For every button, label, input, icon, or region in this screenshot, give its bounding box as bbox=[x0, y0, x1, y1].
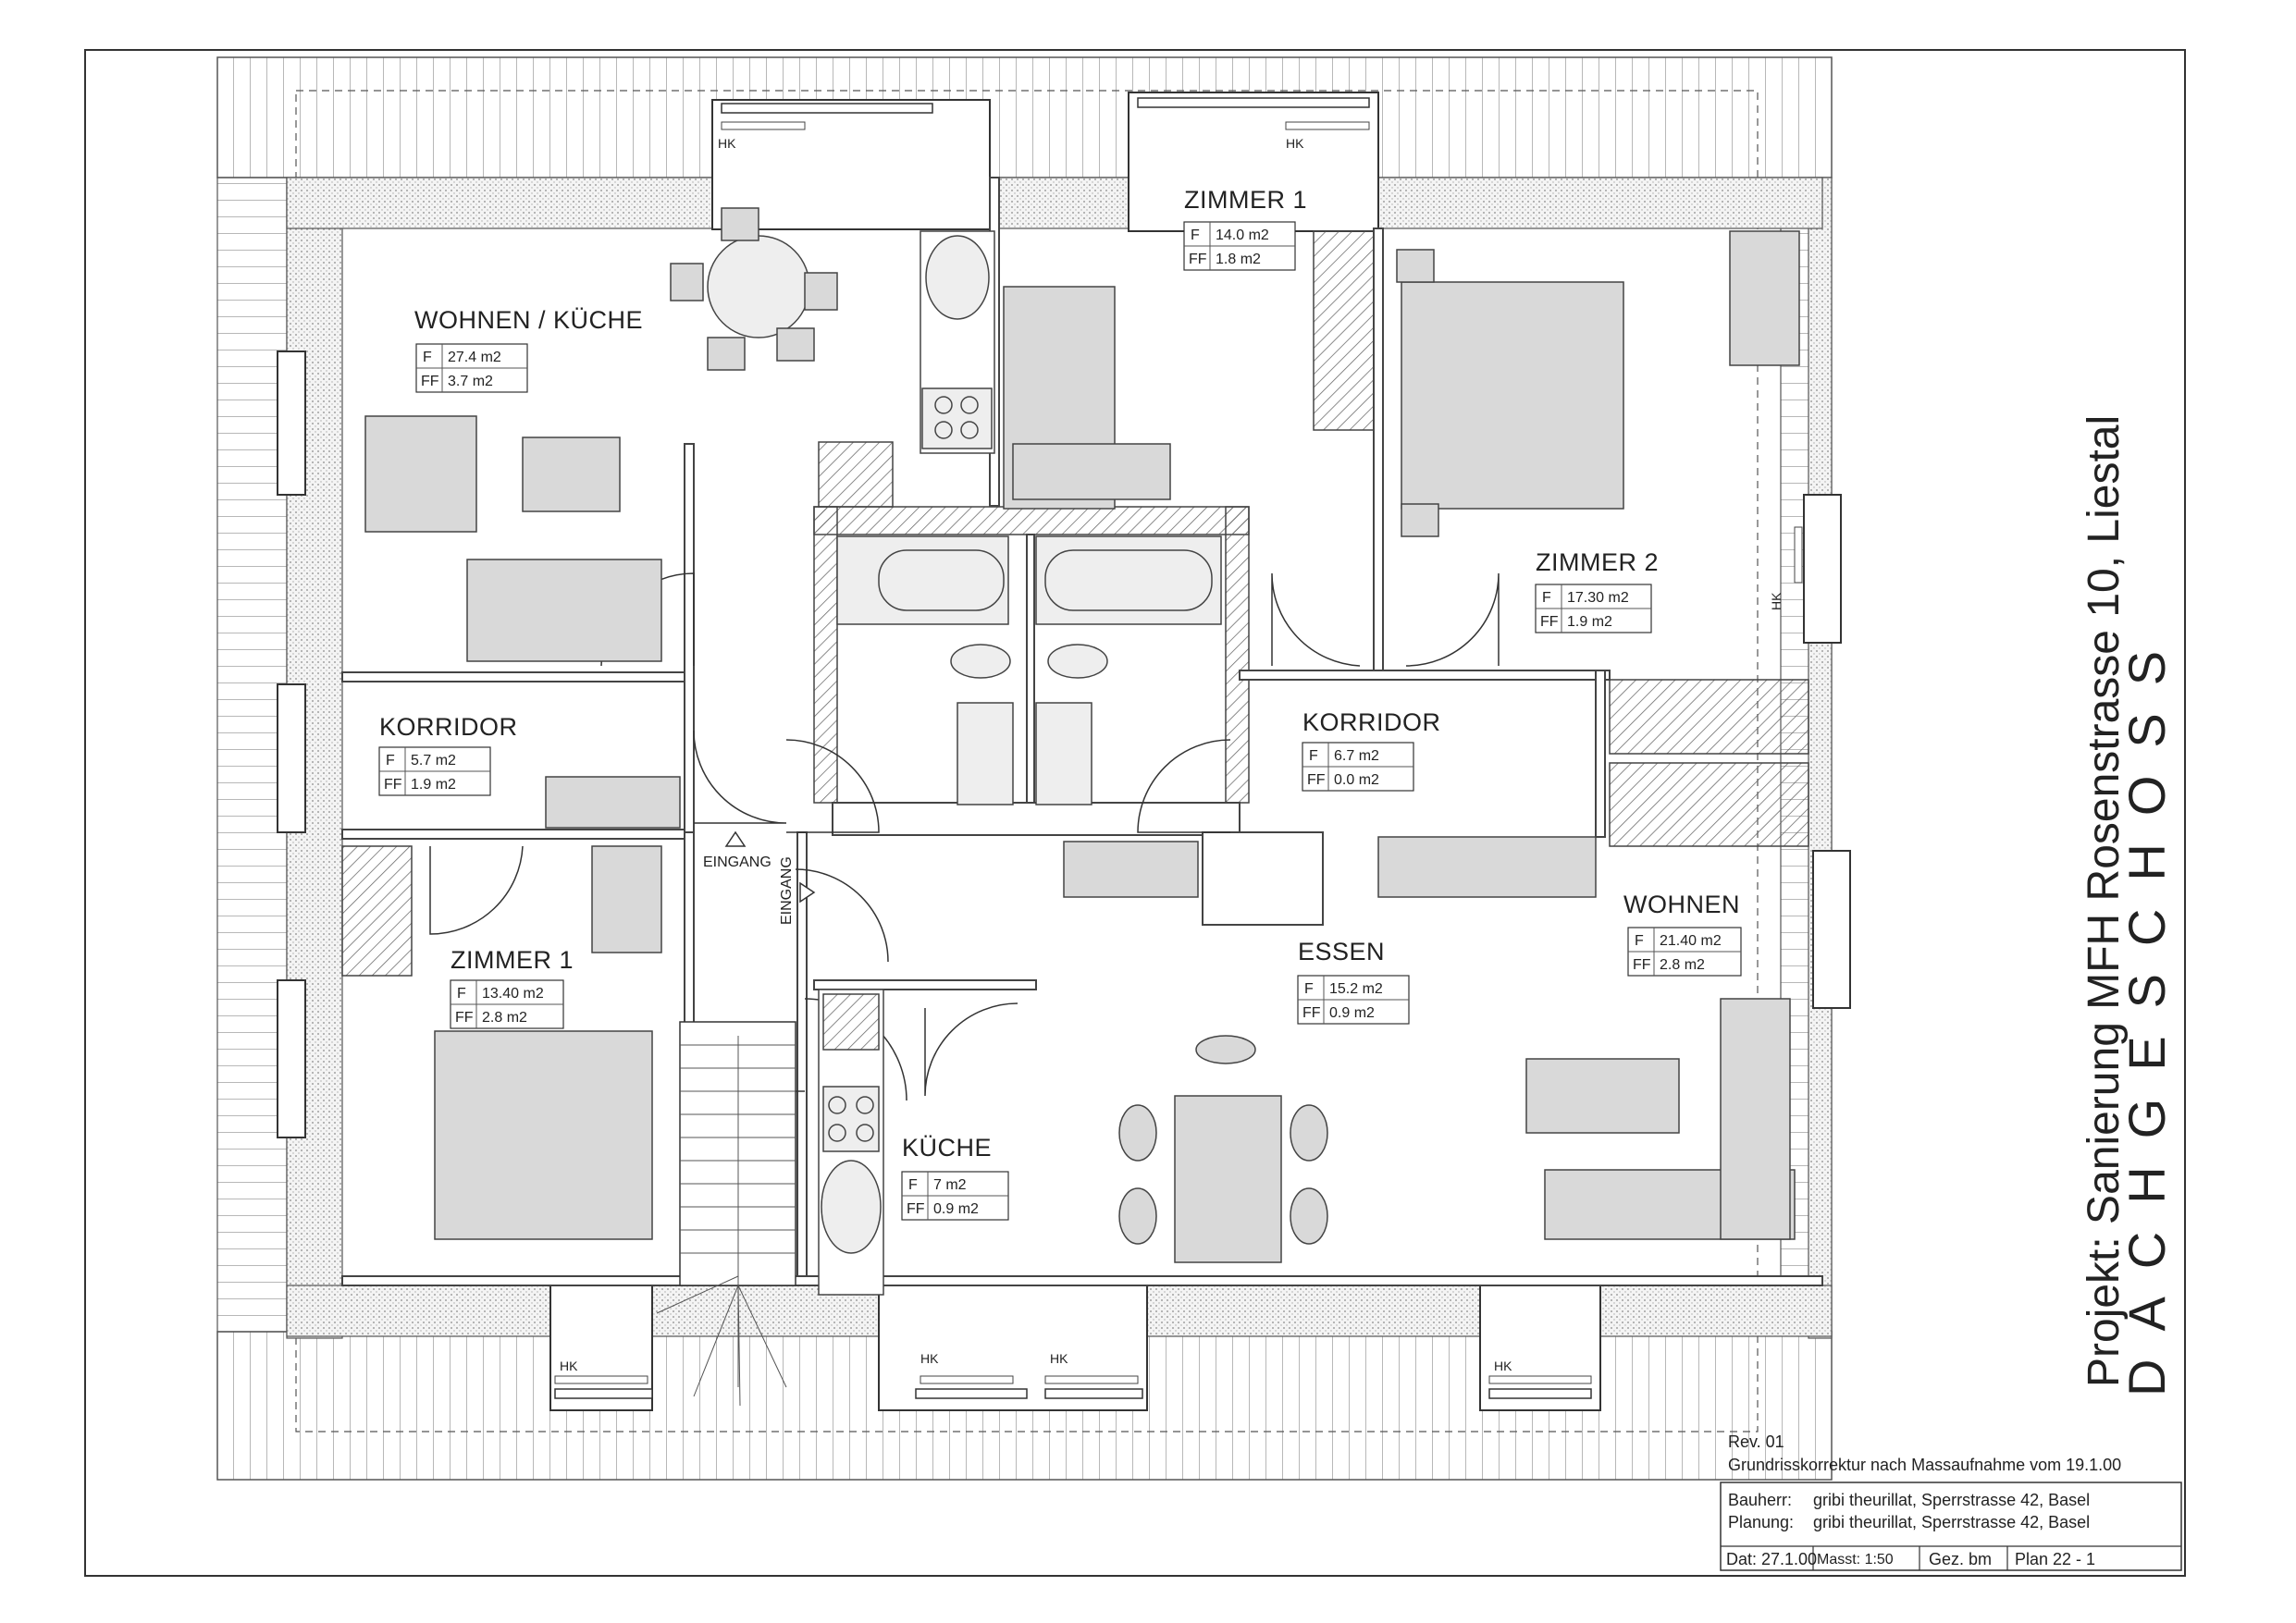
entrance-label-horizontal: EINGANG bbox=[703, 855, 772, 870]
furniture bbox=[341, 207, 1809, 1263]
hk-label: HK bbox=[718, 136, 736, 151]
room-name: ZIMMER 1 bbox=[1184, 186, 1307, 214]
room-name: WOHNEN / KÜCHE bbox=[414, 306, 643, 334]
room-essen: ESSEN F 15.2 m2 FF 0.9 m2 bbox=[1297, 938, 1410, 1025]
room-name: KORRIDOR bbox=[1302, 708, 1441, 736]
entrance-markers: EINGANG EINGANG bbox=[703, 830, 816, 925]
area-f-label: F bbox=[457, 986, 466, 1002]
room-name: WOHNEN bbox=[1623, 891, 1740, 918]
hk-label: HK bbox=[1769, 592, 1784, 610]
area-f-value: 27.4 m2 bbox=[448, 350, 501, 365]
scale: Masst: 1:50 bbox=[1817, 1552, 1894, 1568]
area-ff-value: 2.8 m2 bbox=[1660, 957, 1705, 973]
area-f-value: 5.7 m2 bbox=[411, 753, 456, 768]
area-ff-label: FF bbox=[384, 777, 402, 793]
area-ff-label: FF bbox=[1302, 1005, 1321, 1021]
room-zimmer1-bottom: ZIMMER 1 F 13.40 m2 FF 2.8 m2 bbox=[450, 946, 574, 1029]
bathrooms bbox=[836, 535, 1222, 805]
room-name: ZIMMER 1 bbox=[451, 946, 574, 974]
area-f-label: F bbox=[1309, 748, 1318, 764]
radiator-labels: HK HK HK HK HK HK HK bbox=[560, 136, 1784, 1373]
area-ff-label: FF bbox=[1307, 772, 1326, 788]
area-f-label: F bbox=[386, 753, 395, 768]
room-zimmer1-top: ZIMMER 1 F 14.0 m2 FF 1.8 m2 bbox=[1183, 186, 1307, 271]
revision-note: Grundrisskorrektur nach Massaufnahme vom… bbox=[1728, 1456, 2121, 1474]
area-ff-label: FF bbox=[421, 374, 439, 389]
radiators bbox=[554, 121, 1803, 1384]
room-name: KÜCHE bbox=[902, 1134, 992, 1162]
area-ff-label: FF bbox=[1189, 252, 1207, 267]
hk-label: HK bbox=[1286, 136, 1304, 151]
title-block: Rev. 01 Grundrisskorrektur nach Massaufn… bbox=[1720, 1432, 2182, 1571]
room-wohnen-kueche: WOHNEN / KÜCHE F 27.4 m2 FF 3.7 m2 bbox=[414, 306, 643, 393]
exterior-walls bbox=[286, 177, 1833, 1339]
area-f-value: 17.30 m2 bbox=[1567, 590, 1629, 606]
client-value: gribi theurillat, Sperrstrasse 42, Basel bbox=[1813, 1491, 2090, 1509]
room-name: ZIMMER 2 bbox=[1536, 548, 1659, 576]
room-kueche: KÜCHE F 7 m2 FF 0.9 m2 bbox=[901, 1134, 1009, 1221]
area-ff-label: FF bbox=[1633, 957, 1651, 973]
entrance-label-vertical: EINGANG bbox=[779, 856, 795, 925]
staircase bbox=[656, 1021, 796, 1407]
planning-value: gribi theurillat, Sperrstrasse 42, Basel bbox=[1813, 1513, 2090, 1531]
area-f-value: 7 m2 bbox=[933, 1177, 967, 1193]
area-ff-value: 0.9 m2 bbox=[933, 1201, 979, 1217]
planning-label: Planung: bbox=[1728, 1513, 1794, 1531]
area-f-value: 13.40 m2 bbox=[482, 986, 544, 1002]
date: Dat: 27.1.00 bbox=[1726, 1550, 1817, 1568]
area-f-label: F bbox=[423, 350, 432, 365]
revision: Rev. 01 bbox=[1728, 1432, 1784, 1451]
area-ff-value: 2.8 m2 bbox=[482, 1010, 527, 1026]
area-ff-value: 1.9 m2 bbox=[411, 777, 456, 793]
hk-label: HK bbox=[1494, 1359, 1512, 1373]
dormers-top bbox=[711, 92, 1379, 232]
kitchen-counters bbox=[818, 230, 995, 1296]
hk-label: HK bbox=[920, 1351, 939, 1366]
area-ff-value: 1.9 m2 bbox=[1567, 614, 1612, 630]
plan-number: Plan 22 - 1 bbox=[2015, 1550, 2095, 1568]
area-ff-value: 0.0 m2 bbox=[1334, 772, 1379, 788]
hk-label: HK bbox=[1050, 1351, 1068, 1366]
area-f-value: 14.0 m2 bbox=[1216, 227, 1269, 243]
room-korridor-right: KORRIDOR F 6.7 m2 FF 0.0 m2 bbox=[1302, 708, 1441, 792]
area-f-label: F bbox=[908, 1177, 918, 1193]
room-zimmer2: ZIMMER 2 F 17.30 m2 FF 1.9 m2 bbox=[1535, 548, 1659, 633]
project-title: Projekt: Sanierung MFH Rosenstrasse 10, … bbox=[2080, 415, 2129, 1387]
room-wohnen: WOHNEN F 21.40 m2 FF 2.8 m2 bbox=[1623, 891, 1742, 977]
drawing-frame bbox=[84, 49, 2186, 1577]
area-ff-value: 0.9 m2 bbox=[1329, 1005, 1375, 1021]
room-name: KORRIDOR bbox=[379, 713, 518, 741]
area-ff-label: FF bbox=[1540, 614, 1559, 630]
area-f-label: F bbox=[1635, 933, 1644, 949]
hk-label: HK bbox=[560, 1359, 578, 1373]
area-ff-value: 3.7 m2 bbox=[448, 374, 493, 389]
area-ff-label: FF bbox=[907, 1201, 925, 1217]
interior-walls bbox=[341, 177, 1823, 1286]
client-label: Bauherr: bbox=[1728, 1491, 1792, 1509]
floor-title: DACHGESCHOSS bbox=[2117, 623, 2176, 1396]
area-f-label: F bbox=[1542, 590, 1551, 606]
area-f-label: F bbox=[1304, 981, 1314, 997]
drawn-by: Gez. bm bbox=[1929, 1550, 1992, 1568]
area-f-value: 21.40 m2 bbox=[1660, 933, 1722, 949]
dormers-sides bbox=[277, 350, 1851, 1138]
area-f-value: 6.7 m2 bbox=[1334, 748, 1379, 764]
area-ff-value: 1.8 m2 bbox=[1216, 252, 1261, 267]
room-name: ESSEN bbox=[1298, 938, 1385, 965]
area-f-label: F bbox=[1191, 227, 1200, 243]
area-f-value: 15.2 m2 bbox=[1329, 981, 1383, 997]
room-korridor-left: KORRIDOR F 5.7 m2 FF 1.9 m2 bbox=[378, 713, 518, 796]
dormers-bottom bbox=[549, 1280, 1601, 1411]
area-ff-label: FF bbox=[455, 1010, 474, 1026]
